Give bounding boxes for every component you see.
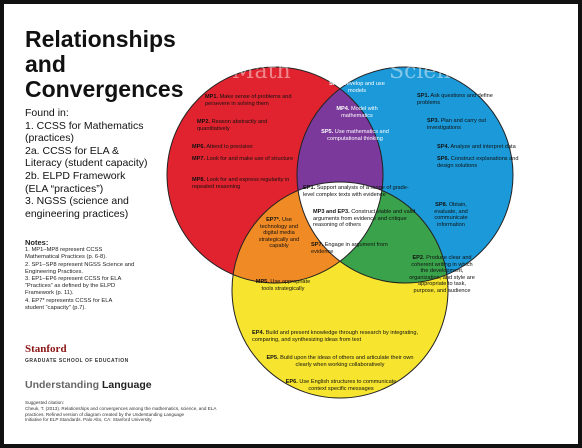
citation: Suggested citation:Cheuk, T. (2013). Rel… (25, 400, 217, 423)
sp1: SP1. Ask questions and define problems (417, 93, 493, 106)
sp6: SP6. Construct explanations and design s… (437, 156, 519, 169)
ela-label: ELA (322, 401, 369, 426)
understanding-language-logo: Understanding Language (25, 379, 152, 391)
mp2: MP2. Reason abstractly and quantitativel… (197, 119, 268, 132)
mp1: MP1. Make sense of problems and persever… (205, 94, 292, 107)
ep6: EP6. Use English structures to communica… (285, 379, 397, 392)
science-ela-overlap (297, 182, 448, 283)
sp5: SP5. Use mathematics and computational t… (321, 129, 389, 142)
ep1: EP1. Support analysis of a range of grad… (303, 185, 409, 198)
science-label: Science (389, 59, 476, 84)
sp2: SP2. Develop and use models (329, 81, 385, 94)
sp4: SP4. Analyze and interpret data (437, 144, 516, 150)
ep2: EP2. Produce clear and coherent writing … (409, 255, 475, 294)
sp8: SP8. Obtain, evaluate, and communicate i… (434, 202, 468, 228)
mp5: MP5. Use appropriate tools strategically (255, 279, 311, 292)
sp3: SP3. Plan and carry out investigations (427, 118, 487, 131)
ep7: EP7*. Use technology and digital media s… (258, 217, 300, 250)
venn-diagram (166, 66, 514, 399)
sp7: SP7. Engage in argument from evidence (311, 242, 388, 255)
math-label: Math (232, 59, 291, 84)
ep5: EP5. Build upon the ideas of others and … (266, 355, 414, 368)
mp6: MP6. Attend to precision (192, 144, 253, 150)
stanford-logo: Stanford (25, 343, 67, 355)
mp3-ep3: MP3 and EP3. Construct viable and valid … (313, 209, 416, 229)
mp8: MP8. Look for and express regularity in … (192, 177, 290, 190)
math-ela-overlap (232, 182, 383, 283)
mp7: MP7. Look for and make use of structure (192, 156, 294, 162)
ep4: EP4. Build and present knowledge through… (252, 330, 419, 343)
found-in-list: Found in: 1. CCSS for Mathematics(practi… (25, 107, 148, 220)
mp4: MP4. Model with mathematics (336, 106, 378, 119)
stanford-education-logo: GRADUATE SCHOOL OF EDUCATION (25, 358, 129, 364)
